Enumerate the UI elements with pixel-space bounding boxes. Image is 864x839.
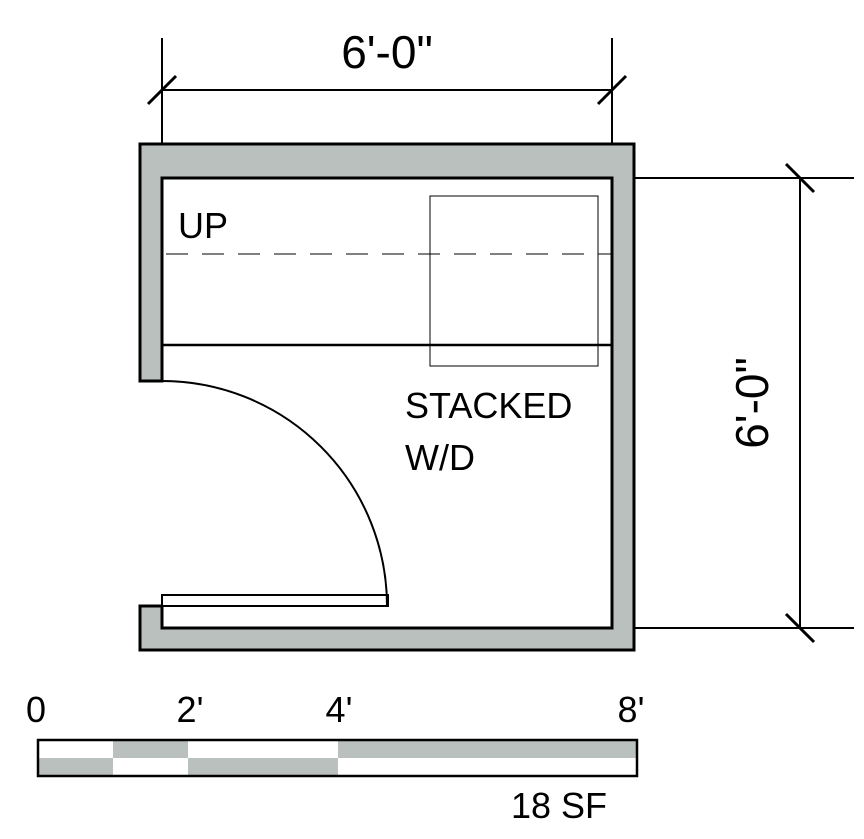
scale-bar-segment-2 (113, 740, 188, 758)
right-dimension-label: 6'-0" (726, 357, 778, 449)
scale-bar-tick-4: 4' (326, 689, 353, 730)
scale-bar-tick-0: 0 (26, 689, 46, 730)
washer-dryer-outline (429, 195, 599, 367)
right-dimension-tick-bottom (784, 612, 816, 644)
right-dimension: 6'-0" (634, 162, 854, 644)
washer-dryer-label-line1: STACKED (405, 385, 572, 426)
scale-bar-segment-1 (38, 758, 113, 776)
scale-bar-tick-8: 8' (618, 689, 645, 730)
top-dimension: 6'-0" (146, 26, 628, 158)
scale-bar: 0 2' 4' 8' 18 SF (26, 689, 644, 826)
scale-bar-segment-4 (338, 740, 637, 758)
door (161, 380, 389, 607)
top-dimension-label: 6'-0" (341, 26, 433, 78)
door-swing-arc (161, 380, 388, 606)
washer-dryer-label-line2: W/D (405, 437, 475, 478)
top-dimension-tick-right (596, 74, 628, 106)
stair-area: UP (162, 205, 612, 347)
door-leaf (161, 594, 389, 607)
scale-bar-outline (36, 738, 639, 778)
scale-bar-tick-2: 2' (177, 689, 204, 730)
scale-bar-segment-3 (188, 758, 338, 776)
stair-label: UP (178, 205, 228, 246)
top-dimension-tick-left (146, 74, 178, 106)
right-dimension-tick-top (784, 162, 816, 194)
washer-dryer: STACKED W/D (405, 195, 599, 478)
area-label: 18 SF (511, 785, 607, 826)
